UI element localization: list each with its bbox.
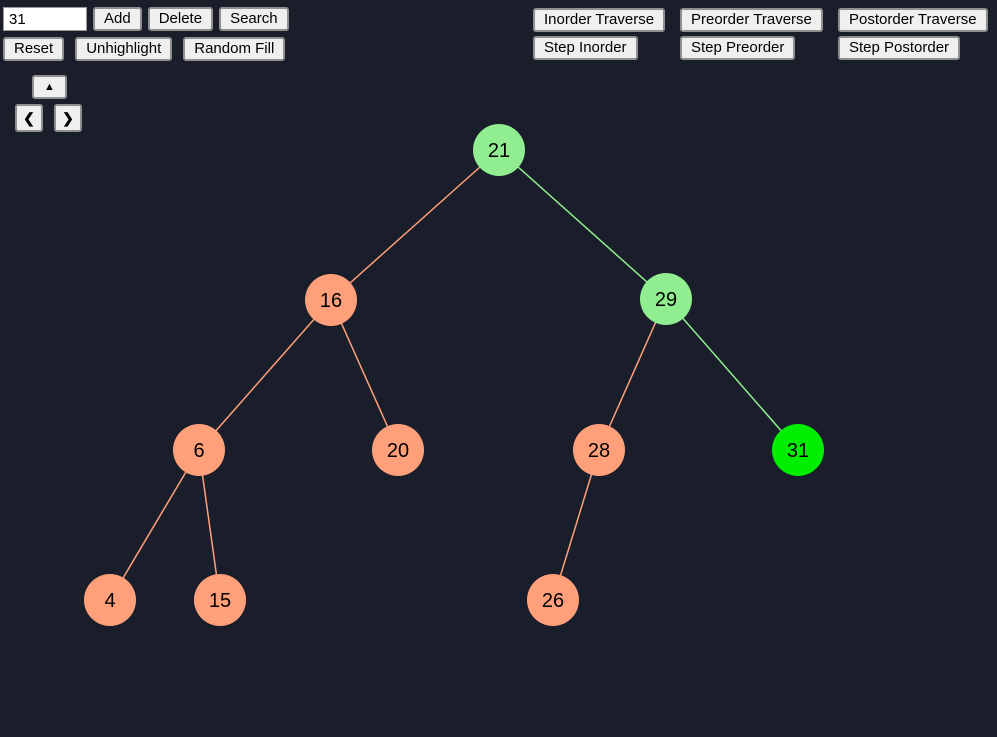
value-controls: Add Delete Search Reset Unhighlight Rand…: [3, 7, 289, 61]
tree-node-circle: [305, 274, 357, 326]
pan-up-button[interactable]: ▲: [32, 75, 67, 99]
tree-node-15: 15: [194, 574, 246, 626]
pan-left-button[interactable]: ❮: [15, 104, 43, 132]
tree-node-16: 16: [305, 274, 357, 326]
inorder-column: Inorder Traverse Step Inorder: [533, 8, 666, 60]
tree-edge-6-4: [109, 449, 200, 601]
tree-node-label: 21: [488, 140, 510, 162]
tree-node-6: 6: [173, 424, 225, 476]
postorder-column: Postorder Traverse Step Postorder: [838, 8, 988, 60]
postorder-traverse-button[interactable]: Postorder Traverse: [838, 8, 988, 32]
tree-node-20: 20: [372, 424, 424, 476]
tree-node-circle: [173, 424, 225, 476]
tree-edge-16-20: [330, 299, 399, 451]
tree-node-label: 15: [209, 590, 231, 612]
tree-node-circle: [473, 124, 525, 176]
tree-edge-16-6: [198, 299, 332, 451]
tree-node-label: 29: [655, 289, 677, 311]
tree-node-circle: [194, 574, 246, 626]
tree-node-4: 4: [84, 574, 136, 626]
tree-node-circle: [372, 424, 424, 476]
preorder-traverse-button[interactable]: Preorder Traverse: [680, 8, 823, 32]
value-input[interactable]: [3, 7, 87, 31]
preorder-column: Preorder Traverse Step Preorder: [680, 8, 823, 60]
tree-edge-29-31: [665, 298, 799, 451]
tree-node-21: 21: [473, 124, 525, 176]
tree-edge-21-16: [330, 149, 500, 301]
value-actions-row: Add Delete Search: [3, 7, 289, 31]
tree-node-26: 26: [527, 574, 579, 626]
tree-node-31: 31: [772, 424, 824, 476]
step-inorder-button[interactable]: Step Inorder: [533, 36, 638, 60]
tree-edge-21-29: [498, 149, 667, 300]
tree-node-circle: [640, 273, 692, 325]
tree-actions-row: Reset Unhighlight Random Fill: [3, 37, 289, 61]
delete-button[interactable]: Delete: [147, 7, 214, 31]
random-fill-button[interactable]: Random Fill: [183, 37, 286, 61]
tree-node-circle: [573, 424, 625, 476]
tree-node-28: 28: [573, 424, 625, 476]
tree-node-label: 28: [588, 440, 610, 462]
search-button[interactable]: Search: [219, 7, 289, 31]
tree-edge-28-26: [552, 449, 600, 601]
step-preorder-button[interactable]: Step Preorder: [680, 36, 796, 60]
chevron-right-icon: ❯: [62, 110, 74, 126]
tree-node-label: 20: [387, 440, 409, 462]
chevron-left-icon: ❮: [23, 110, 35, 126]
tree-edge-29-28: [598, 298, 667, 451]
tree-node-label: 6: [193, 440, 204, 462]
add-button[interactable]: Add: [93, 7, 142, 31]
tree-node-label: 31: [787, 440, 809, 462]
inorder-traverse-button[interactable]: Inorder Traverse: [533, 8, 666, 32]
tree-node-circle: [84, 574, 136, 626]
reset-button[interactable]: Reset: [3, 37, 65, 61]
tree-node-label: 16: [320, 290, 342, 312]
pan-right-button[interactable]: ❯: [54, 104, 82, 132]
up-triangle-icon: ▲: [44, 81, 55, 93]
step-postorder-button[interactable]: Step Postorder: [838, 36, 961, 60]
tree-node-label: 26: [542, 590, 564, 612]
tree-node-circle: [527, 574, 579, 626]
unhighlight-button[interactable]: Unhighlight: [75, 37, 173, 61]
tree-node-29: 29: [640, 273, 692, 325]
tree-node-label: 4: [104, 590, 115, 612]
tree-node-circle: [772, 424, 824, 476]
